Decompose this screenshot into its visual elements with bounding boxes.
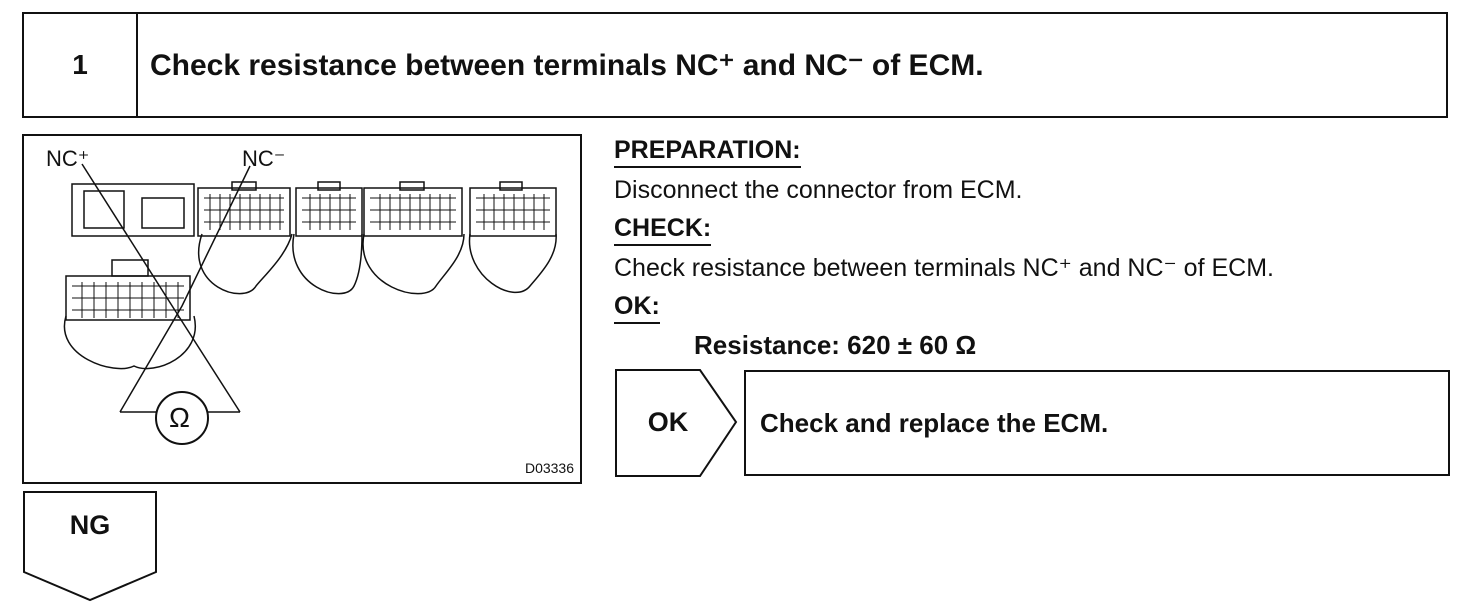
ohmmeter-icon [155, 391, 209, 445]
step-header: 1 Check resistance between terminals NC⁺… [22, 12, 1448, 118]
figure-code: D03336 [524, 460, 574, 476]
ok-arrow-shape [615, 369, 738, 477]
label-nc-minus: NC⁻ [242, 146, 286, 171]
ng-arrow-shape [23, 491, 157, 602]
ok-heading: OK: [614, 292, 660, 324]
ok-action-box: Check and replace the ECM. [744, 370, 1450, 476]
preparation-text: Disconnect the connector from ECM. [614, 176, 1023, 204]
ecm-connector-illustration: NC⁺ NC⁻ Ω D03336 [22, 134, 582, 484]
check-heading: CHECK: [614, 214, 712, 246]
resistance-spec: Resistance: 620 ± 60 Ω [694, 330, 977, 360]
ohm-symbol: Ω [169, 402, 190, 433]
label-nc-plus: NC⁺ [46, 146, 90, 171]
preparation-heading: PREPARATION: [614, 136, 801, 168]
ng-label: NG [69, 510, 111, 540]
connector-diagram [63, 163, 557, 445]
ng-arrow: NG [22, 490, 162, 609]
check-text: Check resistance between terminals NC⁺ a… [614, 254, 1274, 282]
step-number: 1 [24, 14, 138, 116]
ok-label: OK [647, 406, 689, 437]
step-title: Check resistance between terminals NC⁺ a… [150, 48, 984, 82]
